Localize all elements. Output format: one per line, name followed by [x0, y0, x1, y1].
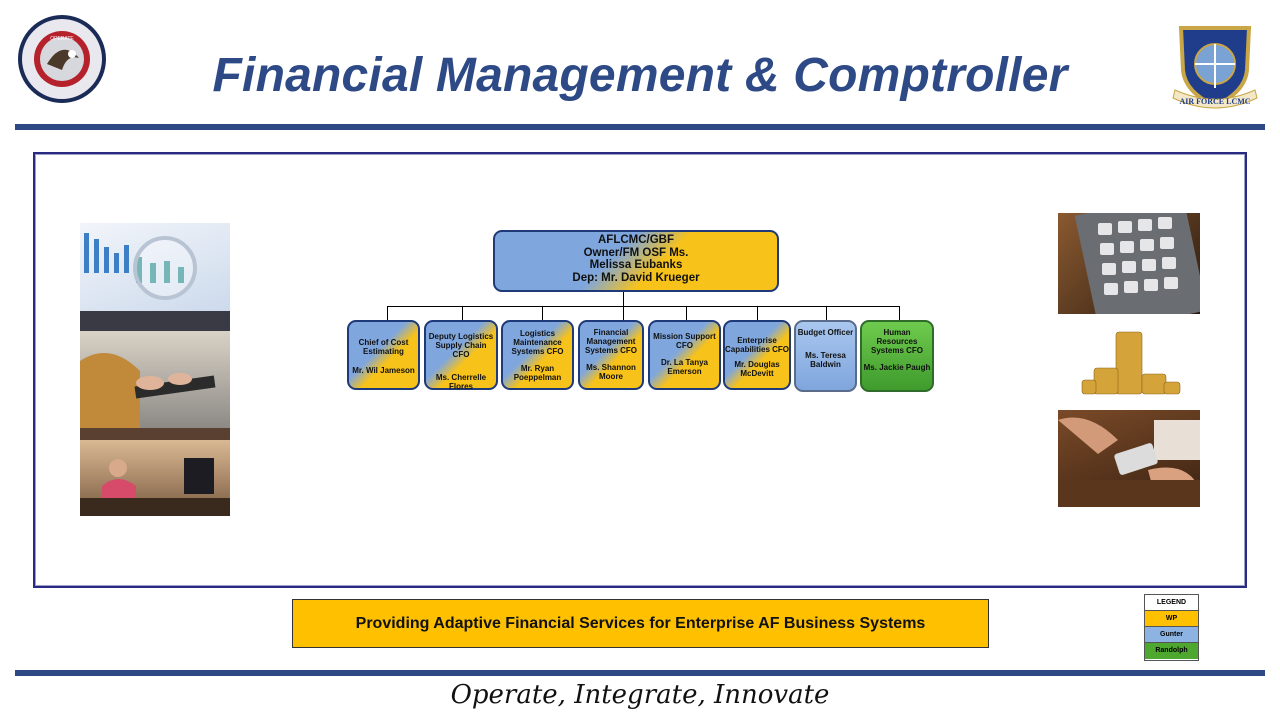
org-box-title: Deputy Logistics Supply Chain CFO [428, 332, 494, 359]
legend-item-gunter: Gunter [1145, 627, 1198, 643]
connector-drop [387, 306, 388, 320]
org-box-name: Ms. Shannon Moore [586, 363, 636, 381]
video-call-photo [80, 428, 230, 516]
legend-item-wp: WP [1145, 611, 1198, 627]
connector-drop [899, 306, 900, 320]
org-root-line-4: Dep: Mr. David Krueger [572, 271, 700, 284]
org-box-name: Mr. Ryan Poeppelman [513, 364, 562, 382]
org-box-name: Ms. Teresa Baldwin [805, 351, 846, 369]
connector-drop [757, 306, 758, 320]
page-title: Financial Management & Comptroller [212, 49, 1068, 102]
connector-drop [542, 306, 543, 320]
mission-statement: Providing Adaptive Financial Services fo… [292, 599, 989, 648]
connector-bus [387, 306, 899, 307]
laptop-typing-photo [80, 331, 230, 428]
org-box-title: Budget Officer [797, 328, 854, 337]
card-payment-photo [1058, 410, 1200, 507]
org-box-name: Ms. Cherrelle Flores [435, 373, 487, 391]
connector-drop [462, 306, 463, 320]
org-root-line-2: Owner/FM OSF Ms. [583, 246, 689, 259]
org-root-box: AFLCMC/GBF Owner/FM OSF Ms. Melissa Euba… [493, 230, 779, 292]
right-seal: AIR FORCE LCMC [1167, 18, 1263, 114]
org-box-human-resources: Human Resources Systems CFO Ms. Jackie P… [860, 320, 934, 392]
org-box-budget-officer: Budget Officer Ms. Teresa Baldwin [794, 320, 857, 392]
connector-drop [623, 306, 624, 320]
legend-title: LEGEND [1145, 595, 1198, 611]
org-box-title: Financial Management Systems CFO [584, 328, 638, 355]
org-box-logistics-supply-chain: Deputy Logistics Supply Chain CFO Ms. Ch… [424, 320, 498, 391]
org-box-name: Dr. La Tanya Emerson [661, 358, 708, 376]
org-box-financial-management-systems: Financial Management Systems CFO Ms. Sha… [578, 320, 644, 390]
org-root-line-1: AFLCMC/GBF [597, 234, 674, 246]
connector-trunk [623, 292, 624, 306]
org-box-title: Logistics Maintenance Systems CFO [511, 329, 564, 356]
svg-text:AIR FORCE LCMC: AIR FORCE LCMC [1179, 97, 1250, 106]
footer-motto: Operate, Integrate, Innovate [450, 680, 830, 710]
connector-drop [826, 306, 827, 320]
org-box-name: Ms. Jackie Paugh [863, 363, 931, 372]
svg-text:OPERATE: OPERATE [50, 36, 74, 42]
org-box-title: Enterprise Capabilities CFO [725, 336, 790, 354]
org-box-title: Mission Support CFO [653, 332, 716, 350]
org-box-logistics-maintenance: Logistics Maintenance Systems CFO Mr. Ry… [501, 320, 574, 390]
org-root-line-3: Melissa Eubanks [589, 259, 683, 271]
org-box-name: Mr. Wil Jameson [352, 366, 415, 375]
coin-stacks-photo [1080, 330, 1182, 400]
left-seal: OPERATE [17, 14, 107, 104]
legend-item-randolph: Randolph [1145, 643, 1198, 659]
org-box-mission-support: Mission Support CFO Dr. La Tanya Emerson [648, 320, 721, 390]
connector-drop [686, 306, 687, 320]
org-box-name: Mr. Douglas McDevitt [734, 360, 780, 378]
footer-rule [15, 670, 1265, 676]
legend: LEGEND WP Gunter Randolph [1144, 594, 1199, 661]
header-rule [15, 124, 1265, 130]
org-box-title: Chief of Cost Estimating [358, 338, 409, 356]
calculator-photo [1058, 213, 1200, 314]
org-box-enterprise-capabilities: Enterprise Capabilities CFO Mr. Douglas … [723, 320, 791, 390]
content-frame [33, 152, 1247, 588]
chart-magnifier-photo [80, 223, 230, 331]
org-box-title: Human Resources Systems CFO [870, 328, 924, 355]
org-box-cost-estimating: Chief of Cost Estimating Mr. Wil Jameson [347, 320, 420, 390]
